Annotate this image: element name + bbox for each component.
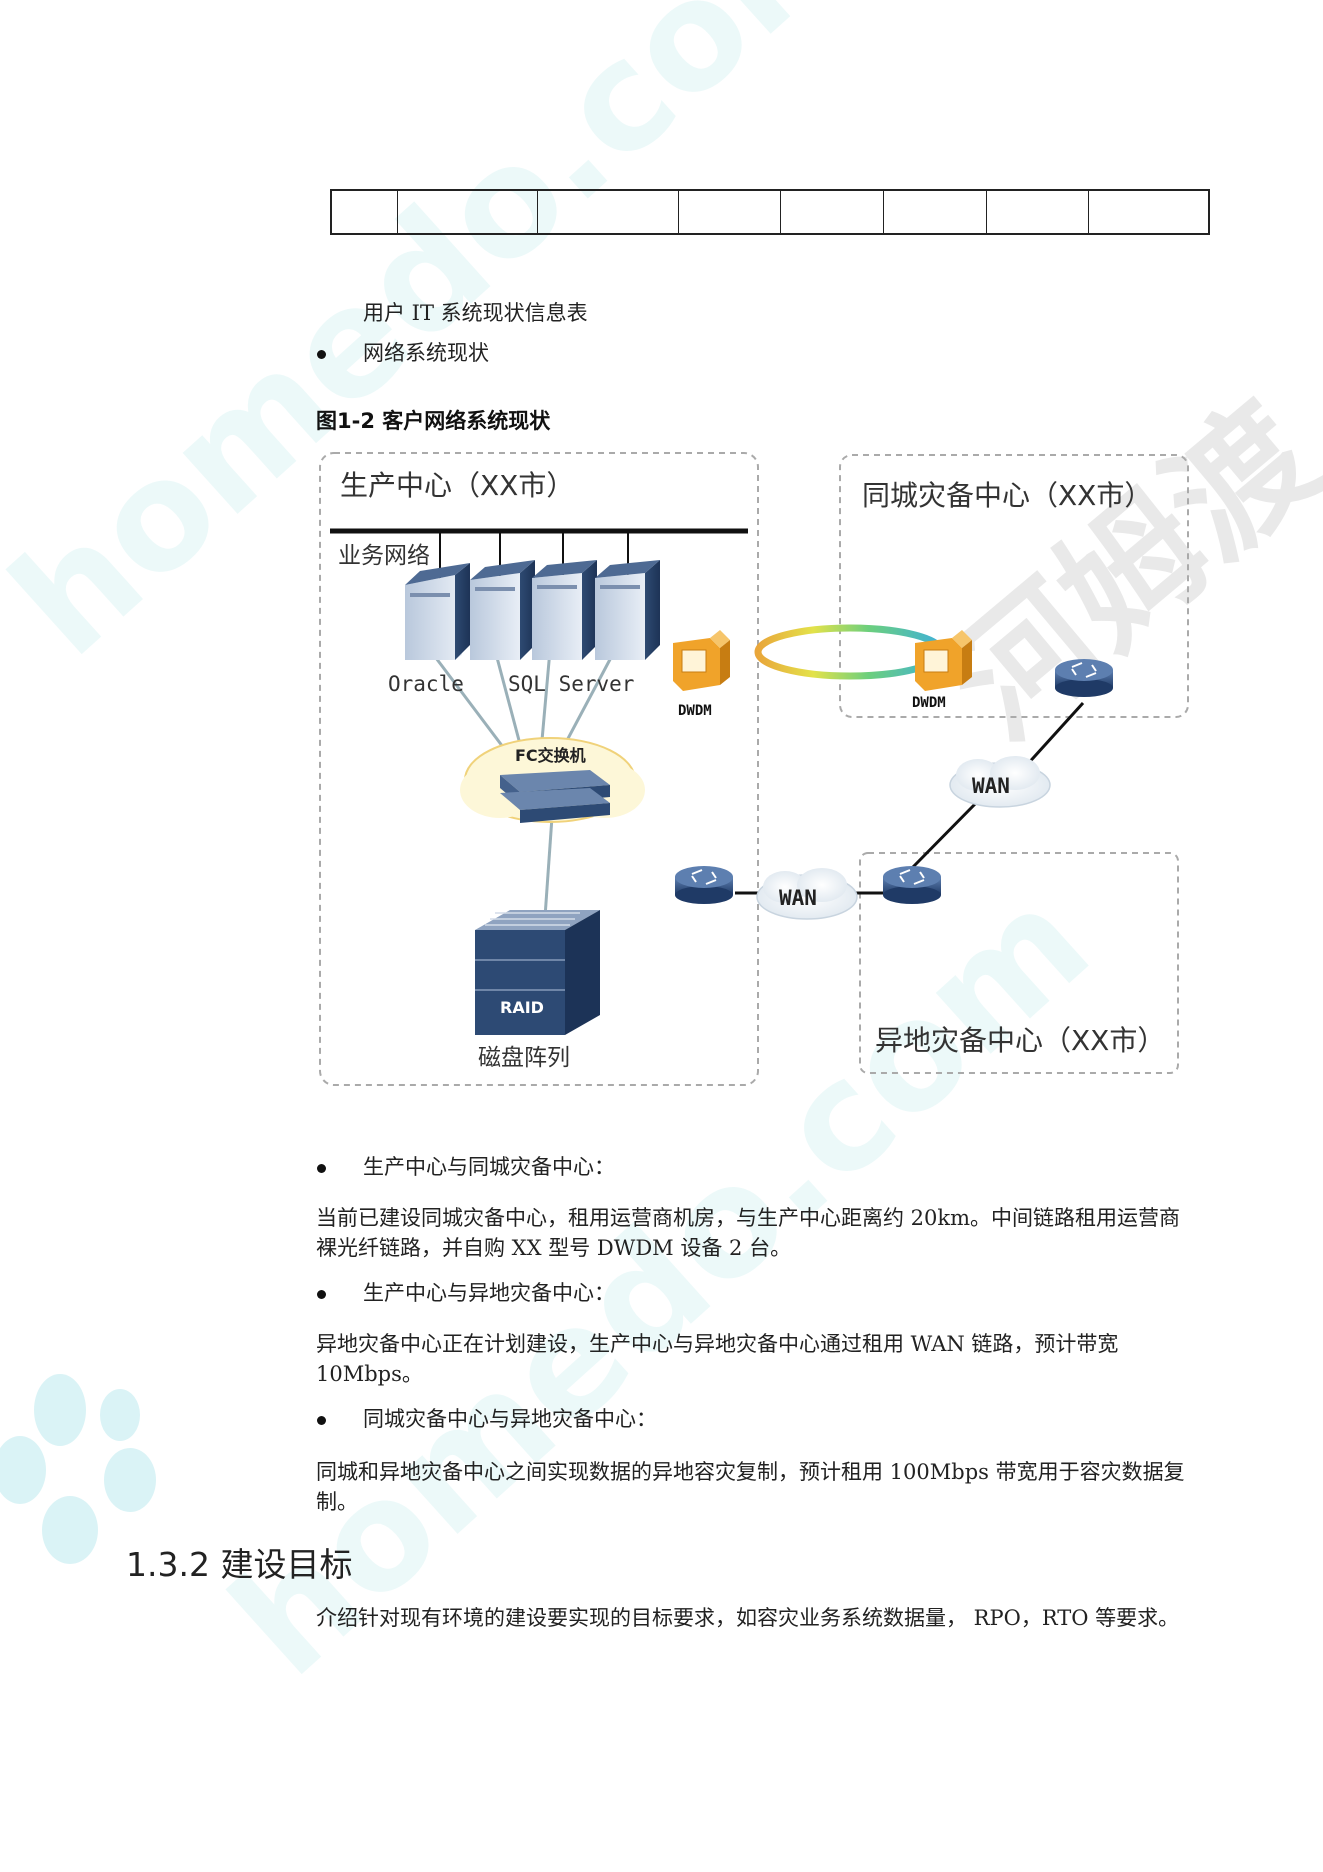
goal-paragraph: 介绍针对现有环境的建设要实现的目标要求，如容灾业务系统数据量， RPO，RTO … xyxy=(316,1606,1180,1630)
bullet-dot xyxy=(317,350,326,359)
label-disk-array: 磁盘阵列 xyxy=(478,1045,570,1071)
label-raid: RAID xyxy=(500,998,544,1017)
watermark-flower-icon xyxy=(0,1374,156,1564)
dwdm-right-icon xyxy=(915,630,972,691)
network-diagram: 生产中心（XX市） 业务网络 同城灾备中心（XX市） 异地灾备中心（XX市） 磁… xyxy=(319,452,1189,1086)
server-sql-1-icon xyxy=(470,560,535,660)
label-same-city-center: 同城灾备中心（XX市） xyxy=(862,479,1152,512)
bullet-dot xyxy=(317,1164,326,1173)
fc-switch-icon xyxy=(500,770,610,823)
table-cell xyxy=(884,191,987,233)
label-production-center: 生产中心（XX市） xyxy=(340,469,574,502)
table-cell xyxy=(781,191,884,233)
info-table-row xyxy=(330,189,1210,235)
label-wan-bottom: WAN xyxy=(779,886,817,910)
table-cell xyxy=(332,191,398,233)
same-city-center-box xyxy=(839,454,1189,718)
wan-cloud-top-icon xyxy=(949,756,1051,808)
label-oracle: Oracle xyxy=(388,672,464,696)
label-dwdm-right: DWDM xyxy=(912,695,946,711)
table-cell xyxy=(398,191,538,233)
bullet-network-status: 网络系统现状 xyxy=(363,341,489,365)
label-fc-switch: FC交换机 xyxy=(515,746,586,765)
server-sql-3-icon xyxy=(595,560,660,660)
server-sql-2-icon xyxy=(532,560,597,660)
router-remote-icon xyxy=(883,866,941,904)
label-remote-center: 异地灾备中心（XX市） xyxy=(875,1024,1165,1057)
section-title-build-goal: 1.3.2 建设目标 xyxy=(126,1545,353,1584)
section-paragraph: 当前已建设同城灾备中心，租用运营商机房，与生产中心距离约 20km。中间链路租用… xyxy=(316,1206,1181,1260)
server-oracle-icon xyxy=(405,563,470,660)
table-cell xyxy=(538,191,679,233)
dwdm-left-icon xyxy=(673,630,730,691)
label-sql-server: SQL Server xyxy=(508,672,634,696)
section-heading: 同城灾备中心与异地灾备中心： xyxy=(363,1407,657,1431)
section-heading: 生产中心与同城灾备中心： xyxy=(363,1155,615,1179)
remote-center-box xyxy=(859,852,1179,1074)
router-production-icon xyxy=(675,866,733,904)
table-cell xyxy=(1089,191,1208,233)
raid-disk-array-icon xyxy=(475,910,600,1035)
bullet-dot xyxy=(317,1290,326,1299)
label-dwdm-left: DWDM xyxy=(678,703,712,719)
table-caption: 用户 IT 系统现状信息表 xyxy=(363,301,588,325)
table-cell xyxy=(987,191,1089,233)
label-business-network: 业务网络 xyxy=(338,543,430,569)
label-wan-top: WAN xyxy=(972,774,1010,798)
figure-title: 图1-2 客户网络系统现状 xyxy=(316,409,551,433)
bullet-dot xyxy=(317,1416,326,1425)
section-heading: 生产中心与异地灾备中心： xyxy=(363,1281,615,1305)
section-paragraph: 同城和异地灾备中心之间实现数据的异地容灾复制，预计租用 100Mbps 带宽用于… xyxy=(316,1460,1185,1514)
table-cell xyxy=(679,191,781,233)
router-same-city-icon xyxy=(1055,659,1113,697)
section-paragraph: 异地灾备中心正在计划建设，生产中心与异地灾备中心通过租用 WAN 链路，预计带宽… xyxy=(316,1332,1119,1386)
wan-cloud-bottom-icon xyxy=(756,868,858,920)
